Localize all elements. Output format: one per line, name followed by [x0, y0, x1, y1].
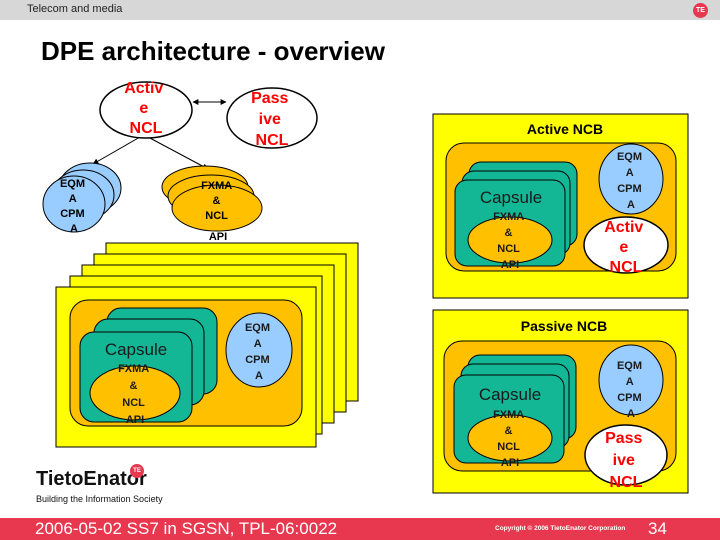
eqma-line-2: A: [69, 193, 77, 205]
footer-date-line: 2006-05-02 SS7 in SGSN, TPL-06:0022: [35, 519, 338, 538]
active-eqma-line-4: A: [627, 199, 635, 211]
te-logo-icon: TE: [693, 3, 708, 18]
stack-eqma-line-3: CPM: [245, 354, 269, 366]
footer-bar: 2006-05-02 SS7 in SGSN, TPL-06:0022 Copy…: [0, 518, 720, 540]
passive-ncb-ncl-label: Pass ive NCL: [605, 430, 647, 491]
ncl-fxma-arrow: [147, 136, 209, 170]
stack-fxma-line-1: FXMA: [118, 363, 149, 375]
fxma-line-1: FXMA: [201, 180, 232, 192]
stack-eqma-line-2: A: [254, 338, 262, 350]
passive-ncl-line-2: ive: [259, 111, 281, 128]
active-ncb-box: Active NCB Capsule FXMA & NCL API EQM A …: [432, 113, 689, 299]
active-ncl-line-3: NCL: [130, 120, 163, 137]
passive-ncb-ncl-line-3: NCL: [610, 474, 643, 491]
passive-ncb-box: Passive NCB Capsule FXMA & NCL API EQM A…: [432, 309, 689, 494]
active-ncb-ncl-label: Activ e NCL: [604, 219, 648, 276]
stack-fxma-node: [89, 365, 181, 421]
stack-eqma-line-4: A: [255, 370, 263, 382]
passive-fxma-line-3: NCL: [497, 441, 520, 453]
company-line: Telecom and media: [27, 3, 123, 15]
fxma-line-2: &: [212, 195, 220, 207]
passive-fxma-line-1: FXMA: [493, 409, 524, 421]
stack-fxma-label: FXMA & NCL API: [118, 363, 152, 426]
active-ncl-line-1: Activ: [124, 80, 163, 97]
active-ncb-title: Active NCB: [527, 121, 603, 137]
active-eqma-line-2: A: [626, 167, 634, 179]
active-fxma-line-3: NCL: [497, 243, 520, 255]
eqma-label: EQM A CPM A: [60, 178, 88, 235]
active-fxma-node: [467, 216, 553, 264]
fxma-line-4: API: [209, 231, 227, 243]
passive-capsule-label: Capsule: [479, 385, 541, 404]
node-box-stack: Capsule FXMA & NCL API EQM A CPM A: [55, 242, 359, 448]
top-bar: Telecom and media TE: [0, 0, 720, 20]
passive-ncb-ncl-line-1: Pass: [605, 430, 642, 447]
stack-eqma-line-1: EQM: [245, 322, 270, 334]
active-ncb-ncl-line-3: NCL: [610, 259, 643, 276]
active-ncb-ncl-line-1: Activ: [604, 219, 643, 236]
active-fxma-line-4: API: [501, 259, 519, 271]
fxma-label: FXMA & NCL API: [201, 180, 235, 243]
passive-fxma-label: FXMA & NCL API: [493, 409, 527, 469]
brand-te-icon: TE: [130, 464, 144, 478]
stack-fxma-line-2: &: [129, 380, 137, 392]
active-fxma-label: FXMA & NCL API: [493, 211, 527, 271]
active-ncb-ncl-line-2: e: [619, 239, 628, 256]
passive-ncb-ncl-line-2: ive: [613, 452, 635, 469]
eqma-line-1: EQM: [60, 178, 85, 190]
passive-fxma-line-2: &: [504, 425, 512, 437]
passive-fxma-node: [467, 414, 553, 462]
brand-tagline: Building the Information Society: [36, 494, 163, 504]
stack-eqma-node: [225, 312, 293, 388]
top-cluster: Activ e NCL Pass ive NCL EQM A CPM A FXM…: [42, 80, 318, 243]
brand-logo: TietoEnator: [36, 468, 147, 490]
active-ncl-line-2: e: [139, 100, 148, 117]
ncl-eqma-arrow: [92, 136, 141, 165]
passive-ncl-line-1: Pass: [251, 90, 288, 107]
active-fxma-line-2: &: [504, 227, 512, 239]
footer-copyright: Copyright © 2006 TietoEnator Corporation: [495, 525, 626, 532]
passive-ncl-node: [226, 87, 318, 149]
active-eqma-line-3: CPM: [617, 183, 641, 195]
passive-ncb-ncl-node: [584, 424, 668, 486]
fxma-node: [171, 184, 263, 232]
active-ncl-label: Activ e NCL: [124, 80, 168, 137]
page-number: 34: [648, 519, 667, 538]
passive-eqma-label: EQM A CPM A: [617, 360, 645, 420]
passive-ncl-line-3: NCL: [256, 132, 289, 149]
active-capsule-label: Capsule: [480, 188, 542, 207]
active-eqma-label: EQM A CPM A: [617, 151, 645, 211]
passive-ncl-label: Pass ive NCL: [251, 90, 293, 149]
passive-eqma-line-1: EQM: [617, 360, 642, 372]
eqma-node: [42, 175, 106, 233]
capsule-label: Capsule: [105, 340, 167, 359]
stack-fxma-line-4: API: [126, 414, 144, 426]
active-eqma-line-1: EQM: [617, 151, 642, 163]
passive-ncb-title: Passive NCB: [521, 318, 607, 334]
passive-eqma-line-3: CPM: [617, 392, 641, 404]
active-ncb-ncl-node: [583, 216, 669, 274]
fxma-line-3: NCL: [205, 210, 228, 222]
passive-eqma-node: [598, 344, 664, 416]
active-fxma-line-1: FXMA: [493, 211, 524, 223]
stack-eqma-label: EQM A CPM A: [245, 322, 273, 382]
eqma-line-3: CPM: [60, 208, 84, 220]
active-ncl-node: [99, 81, 193, 139]
page-title: DPE architecture - overview: [41, 36, 385, 66]
passive-fxma-line-4: API: [501, 457, 519, 469]
passive-eqma-line-2: A: [626, 376, 634, 388]
active-eqma-node: [598, 143, 664, 215]
stack-fxma-line-3: NCL: [122, 397, 145, 409]
eqma-line-4: A: [70, 223, 78, 235]
passive-eqma-line-4: A: [627, 408, 635, 420]
